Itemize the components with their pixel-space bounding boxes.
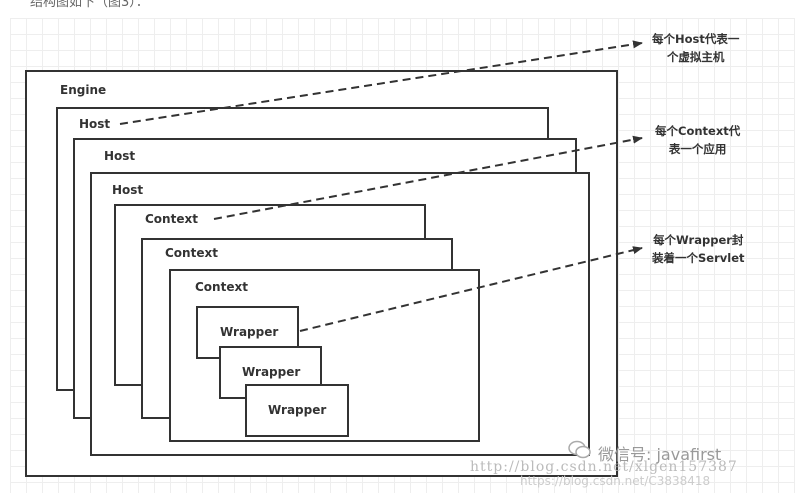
wrapper-box-3: [245, 384, 349, 437]
url-watermark-1: http://blog.csdn.net/xlgen157387: [470, 459, 738, 475]
host-annotation-line2: 个虚拟主机: [666, 50, 725, 64]
context-label-3: Context: [195, 280, 248, 294]
wrapper-label-1: Wrapper: [220, 325, 279, 339]
host-annotation-line1: 每个Host代表一: [652, 32, 740, 46]
context-annotation-line2: 表一个应用: [668, 142, 727, 156]
caption: 结构图如下（图3）：: [30, 0, 149, 10]
wechat-watermark: 微信号: javafirst: [598, 445, 722, 464]
wrapper-label-2: Wrapper: [242, 365, 301, 379]
engine-label: Engine: [60, 83, 107, 97]
context-annotation: 每个Context代 表一个应用: [655, 122, 740, 158]
host-label-1: Host: [79, 117, 111, 131]
wechat-icon: [568, 440, 591, 459]
context-label-1: Context: [145, 212, 198, 226]
context-label-2: Context: [165, 246, 218, 260]
host-label-3: Host: [112, 183, 144, 197]
url-watermark-2: https://blog.csdn.net/C3838418: [520, 474, 711, 488]
wrapper-annotation-line2: 装着一个Servlet: [652, 251, 745, 265]
wrapper-annotation-line1: 每个Wrapper封: [653, 233, 744, 247]
wrapper-label-3: Wrapper: [268, 403, 327, 417]
host-annotation: 每个Host代表一 个虚拟主机: [652, 30, 739, 66]
context-annotation-line1: 每个Context代: [655, 124, 741, 138]
wrapper-annotation: 每个Wrapper封 装着一个Servlet: [652, 231, 745, 267]
host-label-2: Host: [104, 149, 136, 163]
